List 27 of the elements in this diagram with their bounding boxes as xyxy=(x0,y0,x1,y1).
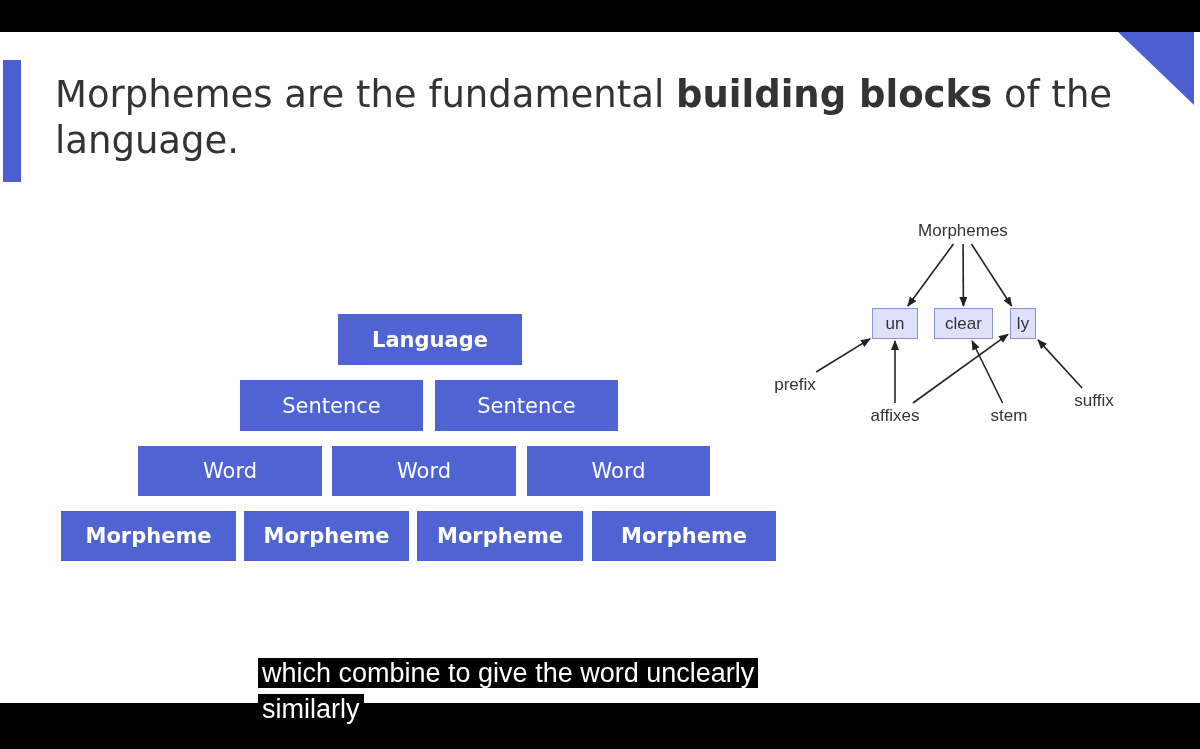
pyramid-block: Morpheme xyxy=(417,511,583,561)
pyramid-block: Morpheme xyxy=(592,511,776,561)
arrow xyxy=(971,340,1004,404)
diagram-label: suffix xyxy=(1072,390,1116,412)
pyramid-block: Word xyxy=(332,446,516,496)
diagram-label: prefix xyxy=(770,374,820,396)
arrow xyxy=(970,243,1013,307)
arrow xyxy=(891,340,899,404)
arrow xyxy=(912,333,1009,404)
pyramid-block: Language xyxy=(338,314,522,365)
pyramid-block: Morpheme xyxy=(244,511,409,561)
morpheme-box: ly xyxy=(1010,308,1036,339)
morpheme-box: un xyxy=(872,308,918,339)
pyramid-block: Word xyxy=(138,446,322,496)
slide-title: Morphemes are the fundamental building blocks of the language. xyxy=(55,72,1114,164)
arrow xyxy=(907,243,955,307)
diagram-label: Morphemes xyxy=(912,220,1014,242)
arrow xyxy=(959,243,968,307)
pyramid-block: Word xyxy=(527,446,710,496)
pyramid-block: Sentence xyxy=(435,380,618,431)
pyramid-block: Morpheme xyxy=(61,511,236,561)
diagram-label: affixes xyxy=(864,405,926,427)
arrow xyxy=(815,338,871,373)
pyramid-block: Sentence xyxy=(240,380,423,431)
morpheme-box: clear xyxy=(934,308,993,339)
arrow xyxy=(1037,339,1083,389)
diagram-label: stem xyxy=(986,405,1032,427)
